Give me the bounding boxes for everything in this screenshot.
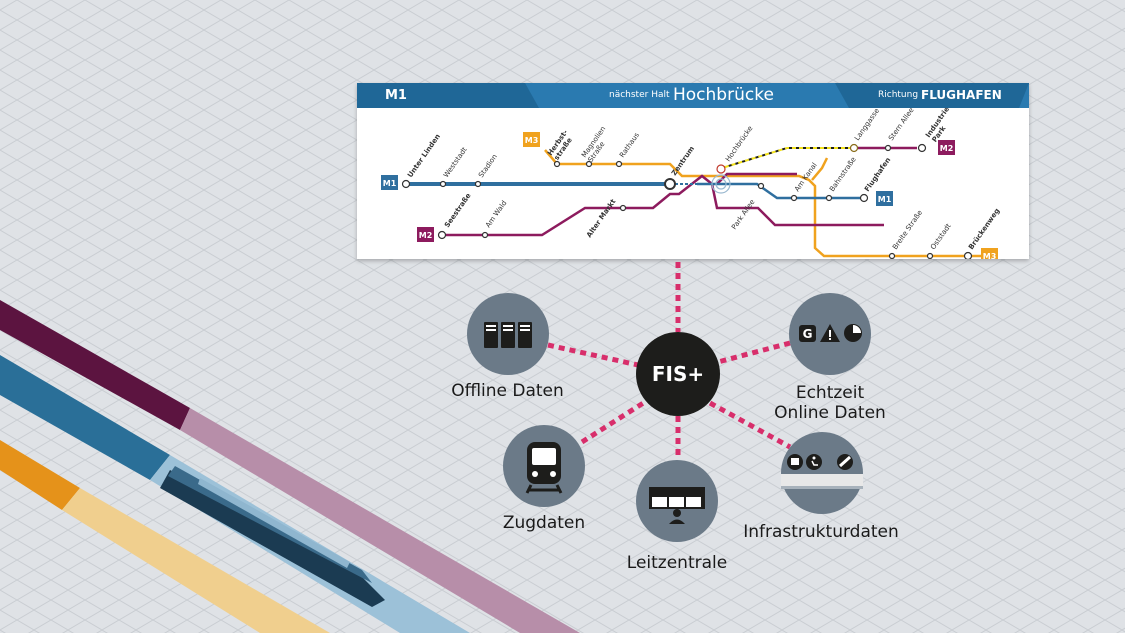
line-m2-link — [716, 172, 797, 185]
badge-m1-west-text: M1 — [383, 179, 397, 188]
badge-m2-west: M2 — [417, 227, 434, 242]
badge-m3-east-text: M3 — [983, 252, 997, 259]
train-illustration — [160, 466, 385, 607]
infrastructure-data-node — [781, 432, 863, 514]
connector-zugdaten — [580, 397, 650, 445]
train-data-node — [503, 425, 585, 507]
control-center-label: Leitzentrale — [626, 553, 728, 573]
g-app-icon — [799, 325, 816, 342]
offline-data-label: Offline Daten — [451, 381, 564, 401]
badge-m1-east: M1 — [876, 191, 893, 206]
connector-offline — [547, 342, 639, 368]
server-icon — [484, 322, 532, 348]
svg-text:G: G — [803, 327, 813, 341]
header-line-label: M1 — [385, 88, 407, 103]
header-background — [357, 83, 1029, 108]
line-m3 — [544, 149, 987, 258]
realtime-data-node: G — [789, 293, 871, 375]
fis-hub: FIS+ — [636, 332, 720, 416]
line-diversion — [721, 147, 850, 169]
infrastructure-data-label: Infrastrukturdaten — [743, 522, 899, 542]
badge-m2-west-text: M2 — [419, 231, 433, 240]
current-position-ring-inner — [715, 178, 727, 190]
purple-track — [0, 300, 580, 633]
train-icon — [525, 442, 563, 494]
badge-m2-east-text: M2 — [940, 144, 954, 153]
badge-m1-east-text: M1 — [878, 195, 892, 204]
offline-data-node — [467, 293, 549, 375]
control-desk-icon — [649, 487, 705, 524]
direction-value: FLUGHAFEN — [921, 88, 1002, 102]
station-markers — [401, 143, 973, 259]
infrastructure-icons — [781, 454, 863, 489]
connector-echtzeit — [717, 340, 791, 365]
train-data-label: Zugdaten — [502, 513, 586, 533]
direction-label: Richtung — [878, 90, 919, 100]
realtime-icons: G — [799, 324, 862, 342]
line-m3-branch — [811, 157, 829, 181]
badge-m3-east: M3 — [981, 248, 998, 259]
passenger-info-display: M1 nächster Halt Hochbrücke Richtung FLU… — [357, 83, 1029, 259]
current-position-ring — [711, 174, 731, 194]
orange-track — [0, 440, 330, 633]
badge-m3-north-text: M3 — [525, 136, 539, 145]
connector-infrastruktur — [708, 400, 792, 450]
network-map: M1 M2 M3 M2 M1 M3 Unter Linden Weststadt… — [381, 108, 1001, 259]
badge-m3-north: M3 — [523, 132, 540, 147]
next-stop-label: nächster Halt — [609, 90, 670, 100]
badge-m2-east: M2 — [938, 140, 955, 155]
display-header: M1 nächster Halt Hochbrücke Richtung FLU… — [357, 83, 1029, 108]
line-m1-ahead — [697, 182, 862, 200]
control-center-node — [636, 460, 718, 542]
realtime-data-label: Echtzeit Online Daten — [774, 383, 886, 423]
next-stop-value: Hochbrücke — [673, 85, 774, 105]
line-diversion-dark — [721, 147, 850, 169]
wheelchair-icon — [806, 454, 822, 470]
badge-m1-west: M1 — [381, 175, 398, 190]
